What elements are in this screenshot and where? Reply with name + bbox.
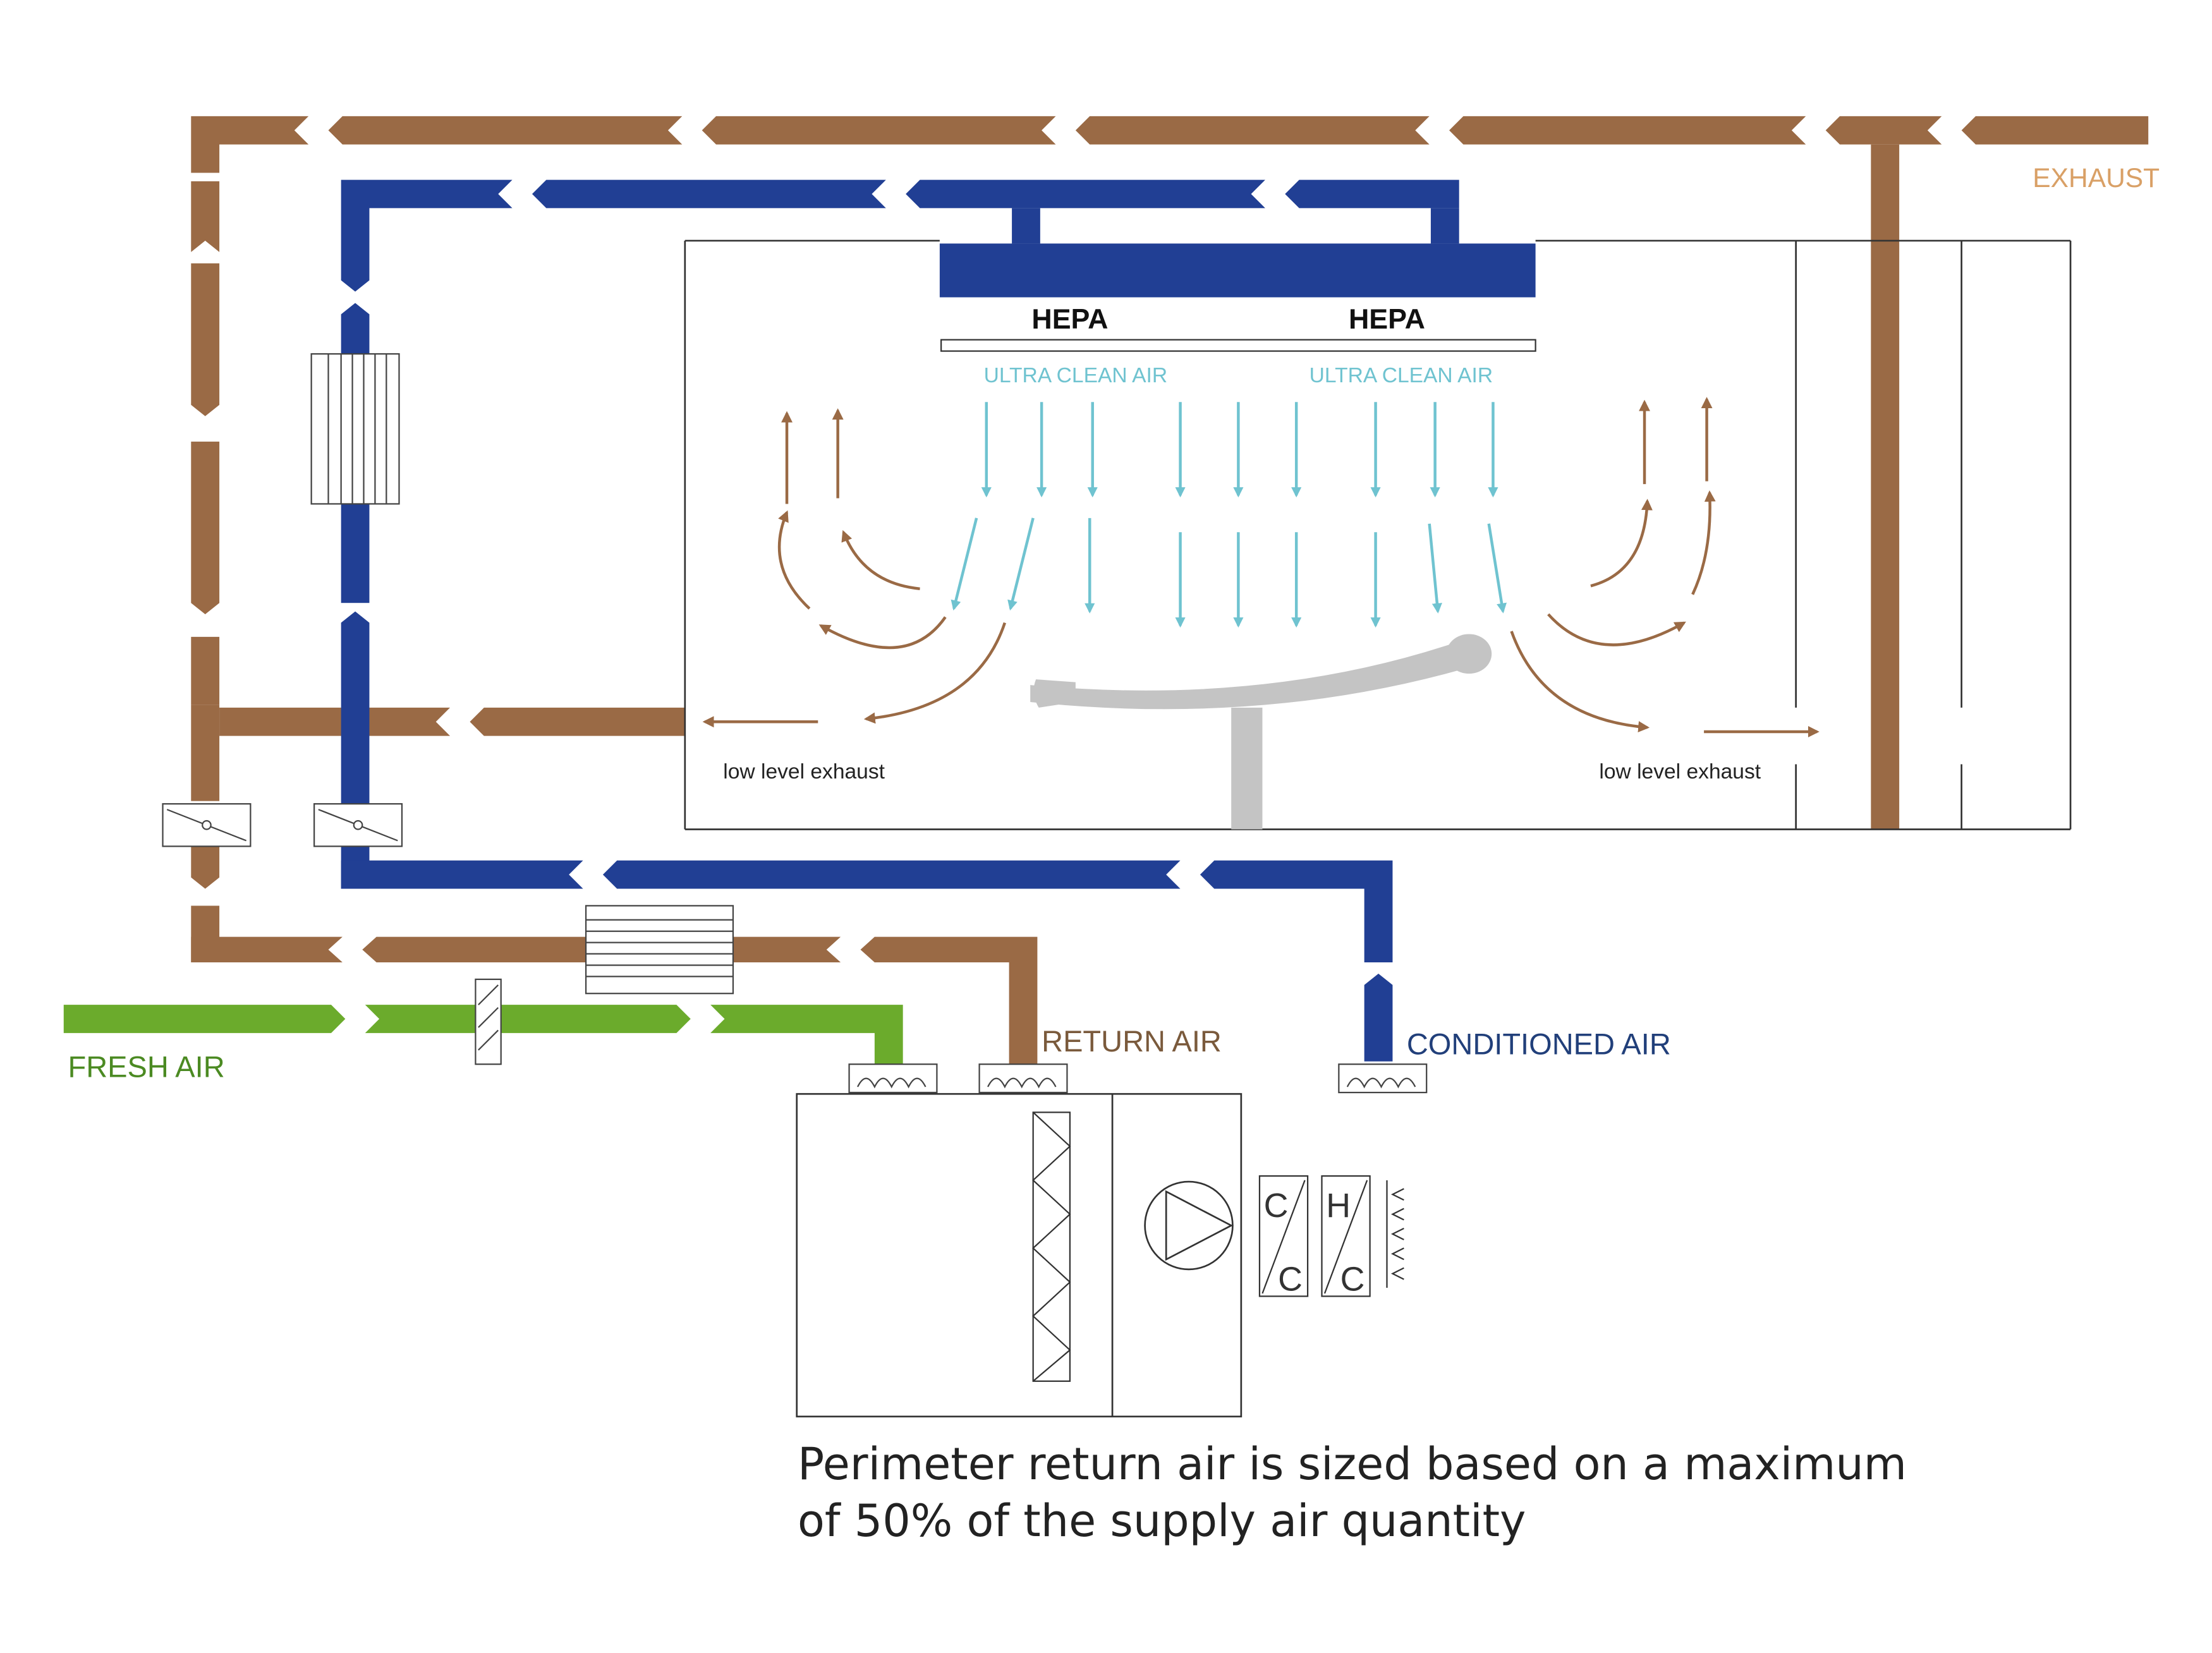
exhaust-label: EXHAUST <box>2033 163 2160 193</box>
caption-line: of 50% of the supply air quantity <box>798 1495 1526 1547</box>
conditioned-air-label: CONDITIONED AIR <box>1407 1027 1671 1061</box>
humidifier <box>1386 1180 1404 1288</box>
coil-letter: C <box>1264 1187 1289 1225</box>
cooling-coil <box>1258 1175 1309 1297</box>
coil-letter: H <box>1326 1187 1351 1225</box>
diffuser-icon <box>978 1063 1068 1094</box>
low-level-exhaust-label: low level exhaust <box>1599 760 1761 784</box>
damper-icon <box>475 978 502 1065</box>
hepa-label: HEPA <box>1031 303 1108 335</box>
fresh-air-duct <box>63 1005 903 1065</box>
heating-coil <box>1321 1175 1371 1297</box>
filter-icon <box>585 905 734 995</box>
conditioned-air-duct <box>341 179 1536 1062</box>
filter-icon <box>310 353 400 505</box>
room-exhaust-arrows <box>702 397 1820 737</box>
caption-line: Perimeter return air is sized based on a… <box>798 1438 1907 1490</box>
ultra-clean-air-label: ULTRA CLEAN AIR <box>1310 364 1493 387</box>
coil-letter: C <box>1340 1260 1365 1298</box>
diffuser-icon <box>1338 1063 1428 1094</box>
air-handling-unit <box>796 1093 1243 1418</box>
diffuser-icon <box>848 1063 938 1094</box>
return-air-label: RETURN AIR <box>1042 1024 1222 1058</box>
coil-letter: C <box>1278 1260 1303 1298</box>
hepa-filter-panel <box>940 339 1536 352</box>
exhaust-duct <box>191 116 2149 1076</box>
caption: Perimeter return air is sized based on a… <box>798 1436 2125 1549</box>
damper-icon <box>162 803 252 847</box>
ultra-clean-airflow-arrows <box>951 402 1507 628</box>
low-level-exhaust-label: low level exhaust <box>723 760 885 784</box>
hepa-label: HEPA <box>1349 303 1425 335</box>
filter-icon <box>1032 1111 1071 1382</box>
operating-table <box>1030 634 1492 830</box>
ultra-clean-air-label: ULTRA CLEAN AIR <box>984 364 1167 387</box>
fresh-air-label: FRESH AIR <box>68 1050 224 1083</box>
damper-icon <box>313 803 403 847</box>
cleanroom <box>684 239 2072 830</box>
fan-icon <box>1144 1180 1234 1271</box>
